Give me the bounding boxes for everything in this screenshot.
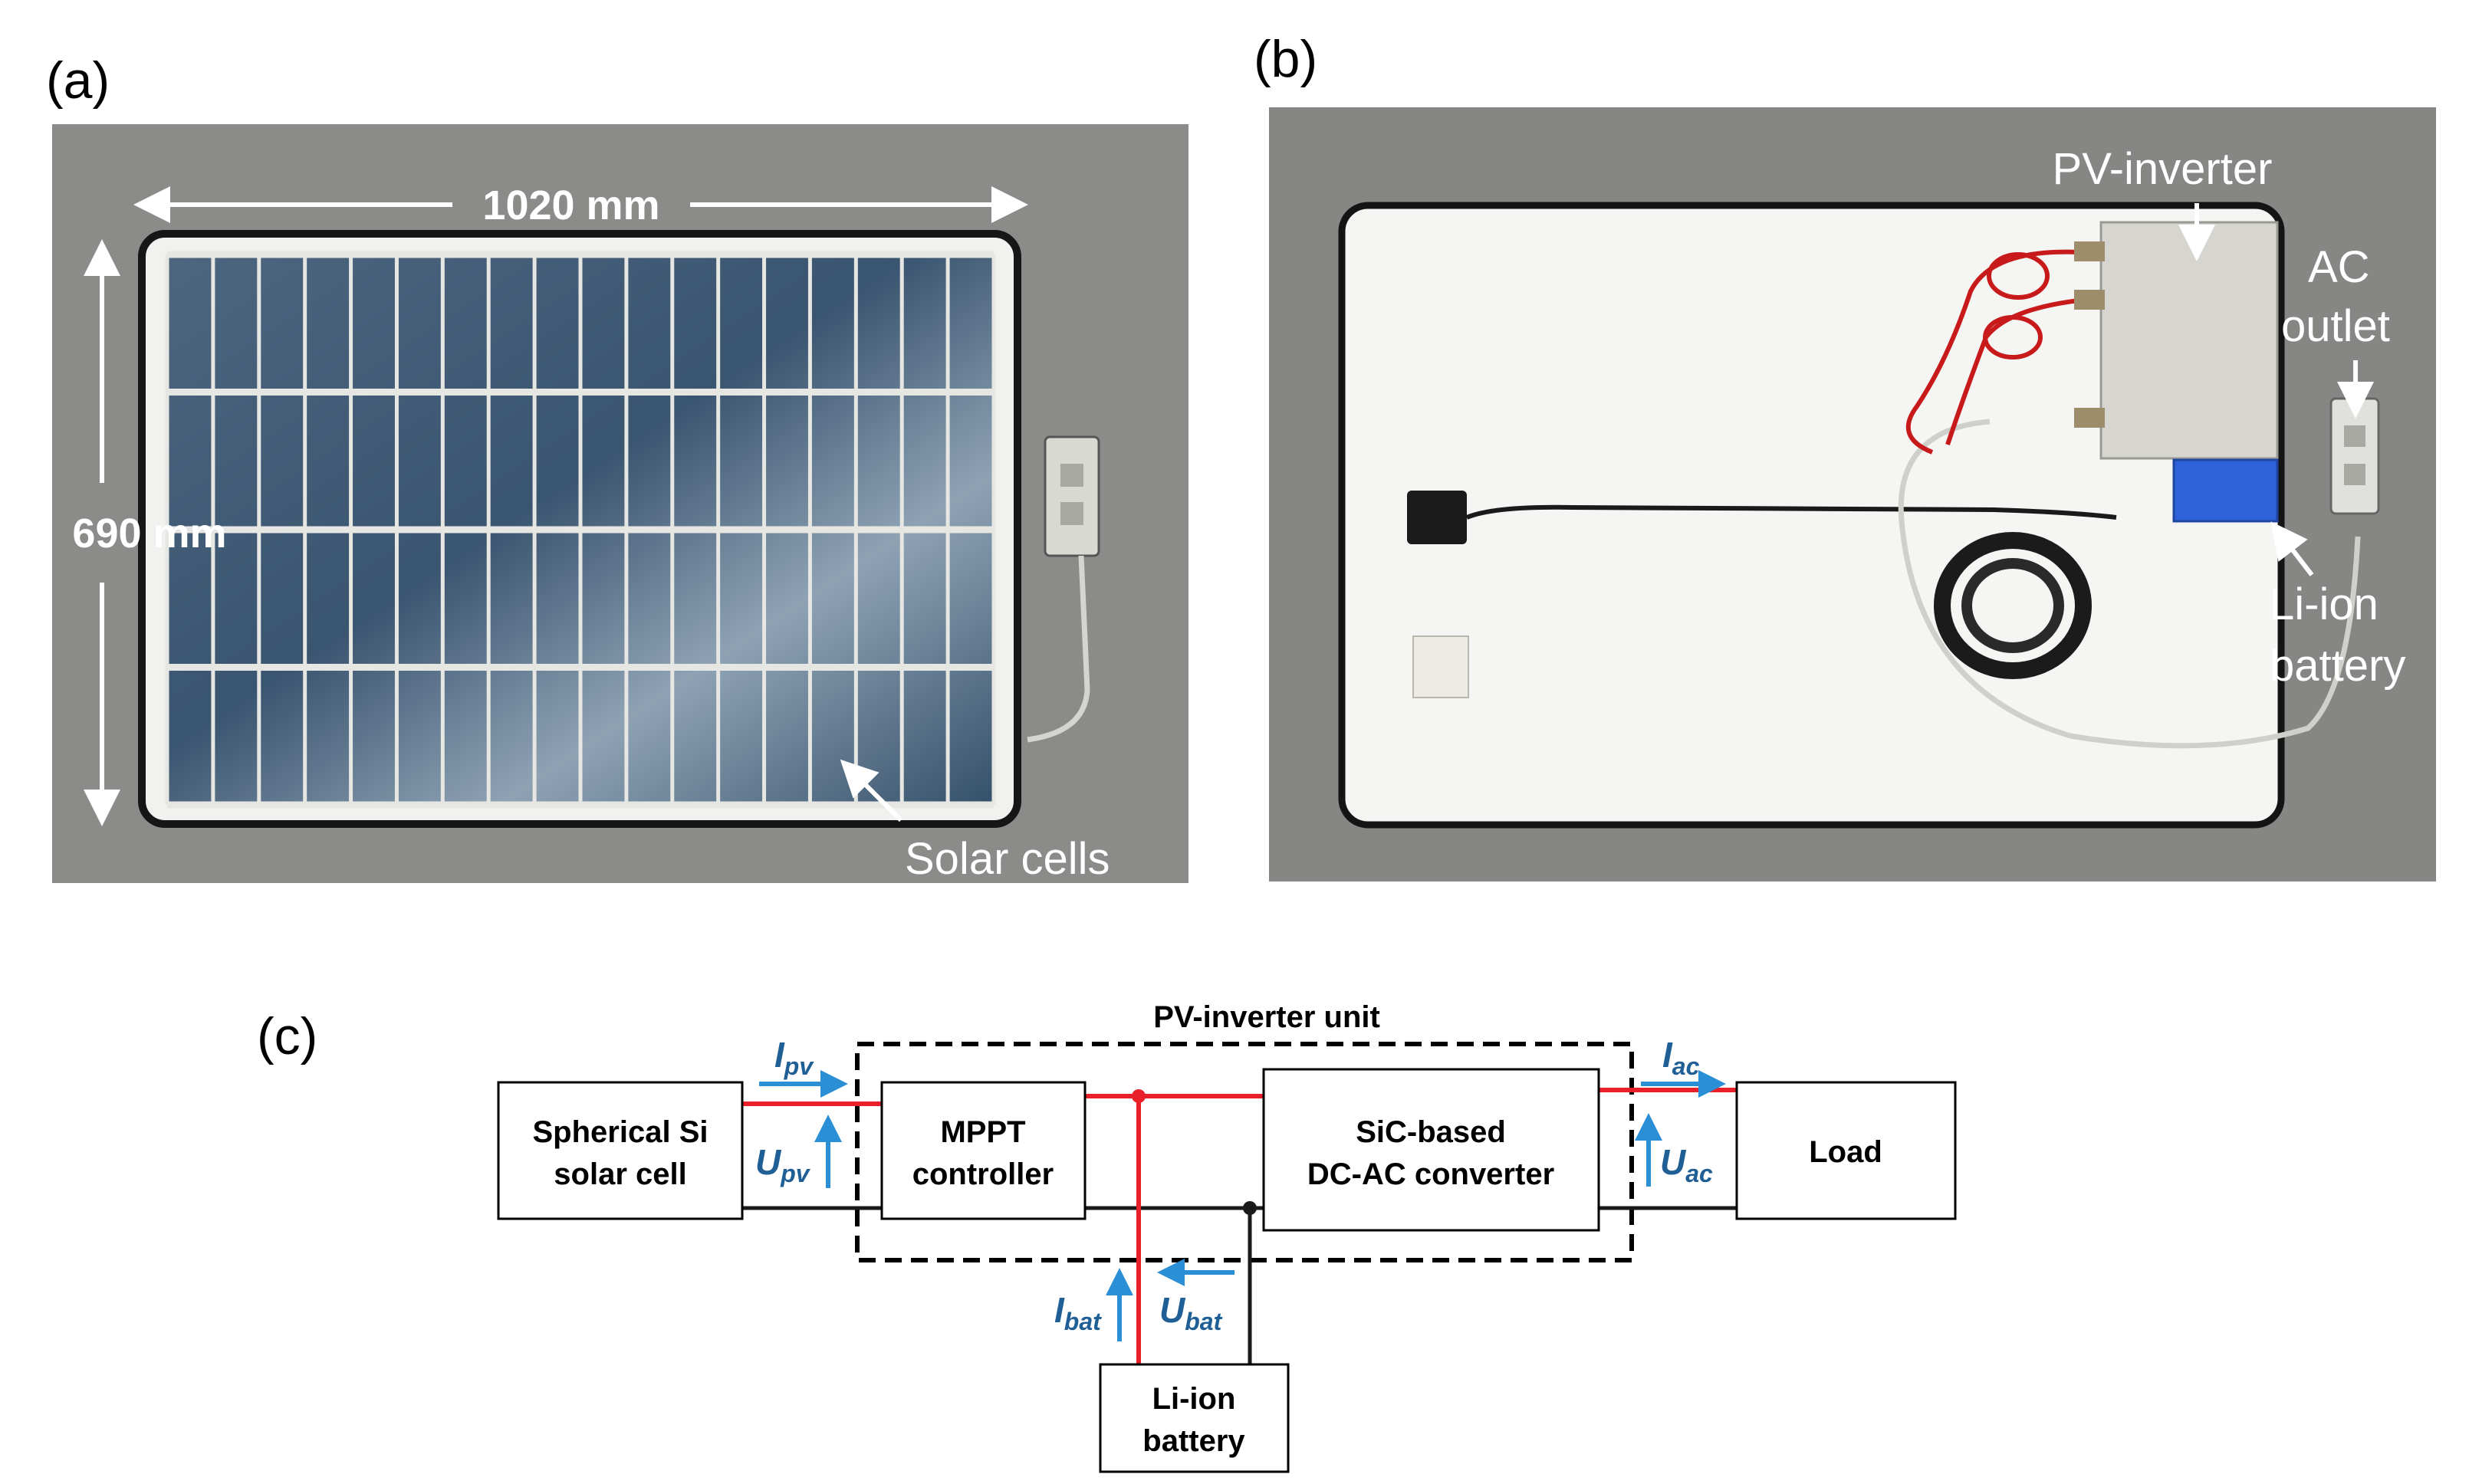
ac-outlet-label-line2: outlet bbox=[2281, 301, 2390, 351]
mppt-controller-box bbox=[880, 1081, 1087, 1220]
grey-cable bbox=[1898, 419, 2361, 749]
panel-c: (c) PV-inverter unit Spherical Si solar … bbox=[257, 1000, 1957, 1473]
ac-outlet-box bbox=[2329, 397, 2380, 515]
junction-node-neg bbox=[1243, 1201, 1257, 1215]
converter-box-line1: SiC-based bbox=[1356, 1115, 1506, 1149]
cable-coil-inner bbox=[1961, 558, 2064, 653]
panel-b: (b) PV-inverter AC outlet Li-ion bbox=[1254, 30, 2436, 882]
outlet-cable-a bbox=[1027, 555, 1090, 743]
battery-label-line2: battery bbox=[2270, 641, 2405, 691]
height-label: 690 mm bbox=[72, 511, 226, 556]
solar-cell-box-line2: solar cell bbox=[554, 1157, 686, 1191]
inverter-connector-3 bbox=[2074, 408, 2105, 428]
battery-box bbox=[1099, 1363, 1290, 1473]
junction-node-pos bbox=[1132, 1089, 1146, 1103]
i-pv-label: Ipv bbox=[774, 1035, 814, 1080]
mppt-box-line1: MPPT bbox=[940, 1115, 1025, 1149]
outlet-socket-a2 bbox=[1060, 502, 1083, 525]
load-box bbox=[1735, 1081, 1957, 1220]
solar-cell-box-line1: Spherical Si bbox=[533, 1115, 708, 1149]
solar-cells-label: Solar cells bbox=[905, 834, 1110, 884]
battery-box-line1: Li-ion bbox=[1152, 1382, 1236, 1416]
panel-a-letter: (a) bbox=[46, 51, 110, 110]
u-pv-label: Upv bbox=[755, 1142, 811, 1187]
battery-box-line2: battery bbox=[1142, 1424, 1245, 1458]
solar-cell-box bbox=[497, 1081, 744, 1220]
inverter-connector-1 bbox=[2074, 241, 2105, 261]
pv-inverter-unit-label: PV-inverter unit bbox=[1153, 1000, 1380, 1034]
outlet-socket-a1 bbox=[1060, 464, 1083, 487]
pv-inverter-box bbox=[2099, 221, 2279, 460]
inverter-connector-2 bbox=[2074, 290, 2105, 310]
dc-ac-converter-box bbox=[1262, 1068, 1600, 1232]
battery-arrow bbox=[2270, 521, 2314, 576]
battery-label-line1: Li-ion bbox=[2270, 579, 2379, 629]
red-wire-coil-1 bbox=[1987, 252, 2050, 300]
outlet-box-a bbox=[1044, 435, 1100, 557]
panel-b-letter: (b) bbox=[1254, 30, 1317, 88]
cable-coil-outer bbox=[1934, 532, 2092, 679]
panel-c-letter: (c) bbox=[257, 1007, 317, 1065]
ac-outlet-socket-1 bbox=[2344, 425, 2365, 447]
width-label: 1020 mm bbox=[482, 182, 659, 228]
red-wire-coil-2 bbox=[1983, 315, 2043, 360]
converter-box-line2: DC-AC converter bbox=[1307, 1157, 1554, 1191]
ac-outlet-label-line1: AC bbox=[2308, 242, 2370, 292]
solar-cells-arrow bbox=[840, 759, 903, 822]
u-ac-label: Uac bbox=[1660, 1142, 1713, 1187]
load-box-label: Load bbox=[1809, 1135, 1882, 1169]
solar-cell-grid bbox=[165, 251, 996, 809]
junction-cable bbox=[1465, 504, 2117, 520]
battery-pack bbox=[2172, 458, 2279, 523]
i-ac-label: Iac bbox=[1662, 1035, 1700, 1080]
mppt-box-line2: controller bbox=[912, 1157, 1054, 1191]
module-sticker bbox=[1412, 635, 1469, 698]
junction-box bbox=[1407, 491, 1467, 544]
pv-inverter-label: PV-inverter bbox=[2053, 144, 2273, 194]
panel-a: (a) 1020 mm 690 mm Solar cells bbox=[46, 51, 1188, 884]
u-bat-label: Ubat bbox=[1159, 1290, 1223, 1335]
i-bat-label: Ibat bbox=[1054, 1290, 1102, 1335]
ac-outlet-socket-2 bbox=[2344, 464, 2365, 485]
